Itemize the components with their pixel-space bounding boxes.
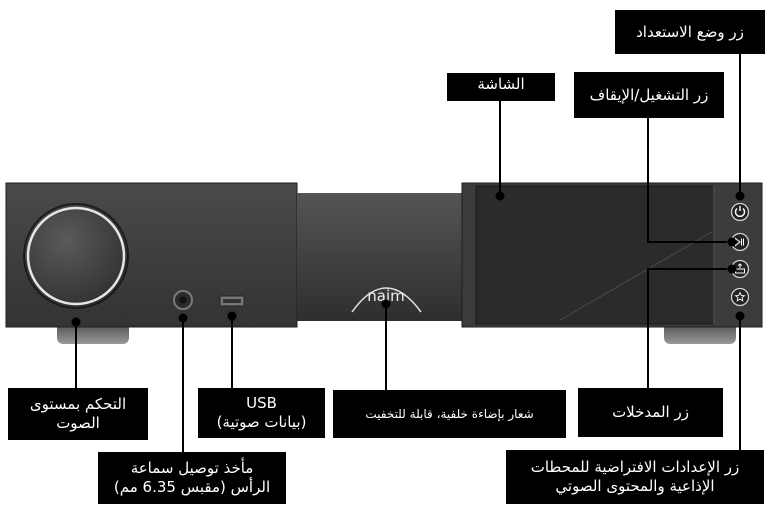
usb-label: USB (بيانات صوتية) — [198, 388, 325, 438]
callout-lines — [75, 54, 741, 455]
presets-button-label-line2: الإذاعية والمحتوى الصوتي — [555, 477, 715, 495]
headphone-jack-label-line1: مأخذ توصيل سماعة — [130, 459, 254, 478]
play-pause-button-label: زر التشغيل/الإيقاف — [574, 72, 724, 118]
volume-control-label-line1: التحكم بمستوى — [29, 395, 127, 414]
presets-button[interactable] — [730, 287, 750, 307]
inputs-button-label-text: زر المدخلات — [612, 403, 689, 422]
standby-button[interactable] — [730, 202, 750, 222]
display-label-text: الشاشة — [477, 75, 525, 93]
usb-label-line1: USB — [246, 394, 277, 413]
presets-button-label-line1: زر الإعدادات الافتراضية للمحطات — [530, 458, 740, 477]
display-label: الشاشة — [447, 73, 555, 101]
headphone-jack-label-line2: الرأس (مقبس 6.35 مم) — [113, 478, 271, 496]
logo-label-text: شعار بإضاءة خلفية، قابلة للتخفيت — [365, 406, 534, 421]
volume-knob[interactable] — [23, 203, 129, 309]
play-pause-button-label-text: زر التشغيل/الإيقاف — [589, 85, 709, 104]
headphone-jack-label: مأخذ توصيل سماعة الرأس (مقبس 6.35 مم) — [98, 452, 286, 504]
volume-control-label: التحكم بمستوى الصوت — [8, 388, 148, 440]
logo-label: شعار بإضاءة خلفية، قابلة للتخفيت — [333, 390, 566, 438]
callout-dots — [71, 191, 745, 327]
inputs-button-label: زر المدخلات — [578, 388, 723, 437]
volume-control-label-line2: الصوت — [56, 414, 100, 432]
screen — [475, 185, 715, 325]
standby-button-label: زر وضع الاستعداد — [615, 10, 765, 54]
presets-button-label: زر الإعدادات الافتراضية للمحطات الإذاعية… — [506, 450, 764, 504]
standby-button-label-text: زر وضع الاستعداد — [636, 22, 744, 41]
logo-arc — [351, 287, 422, 313]
logo-text: naim — [367, 287, 404, 305]
usb-label-line2: (بيانات صوتية) — [216, 413, 307, 431]
